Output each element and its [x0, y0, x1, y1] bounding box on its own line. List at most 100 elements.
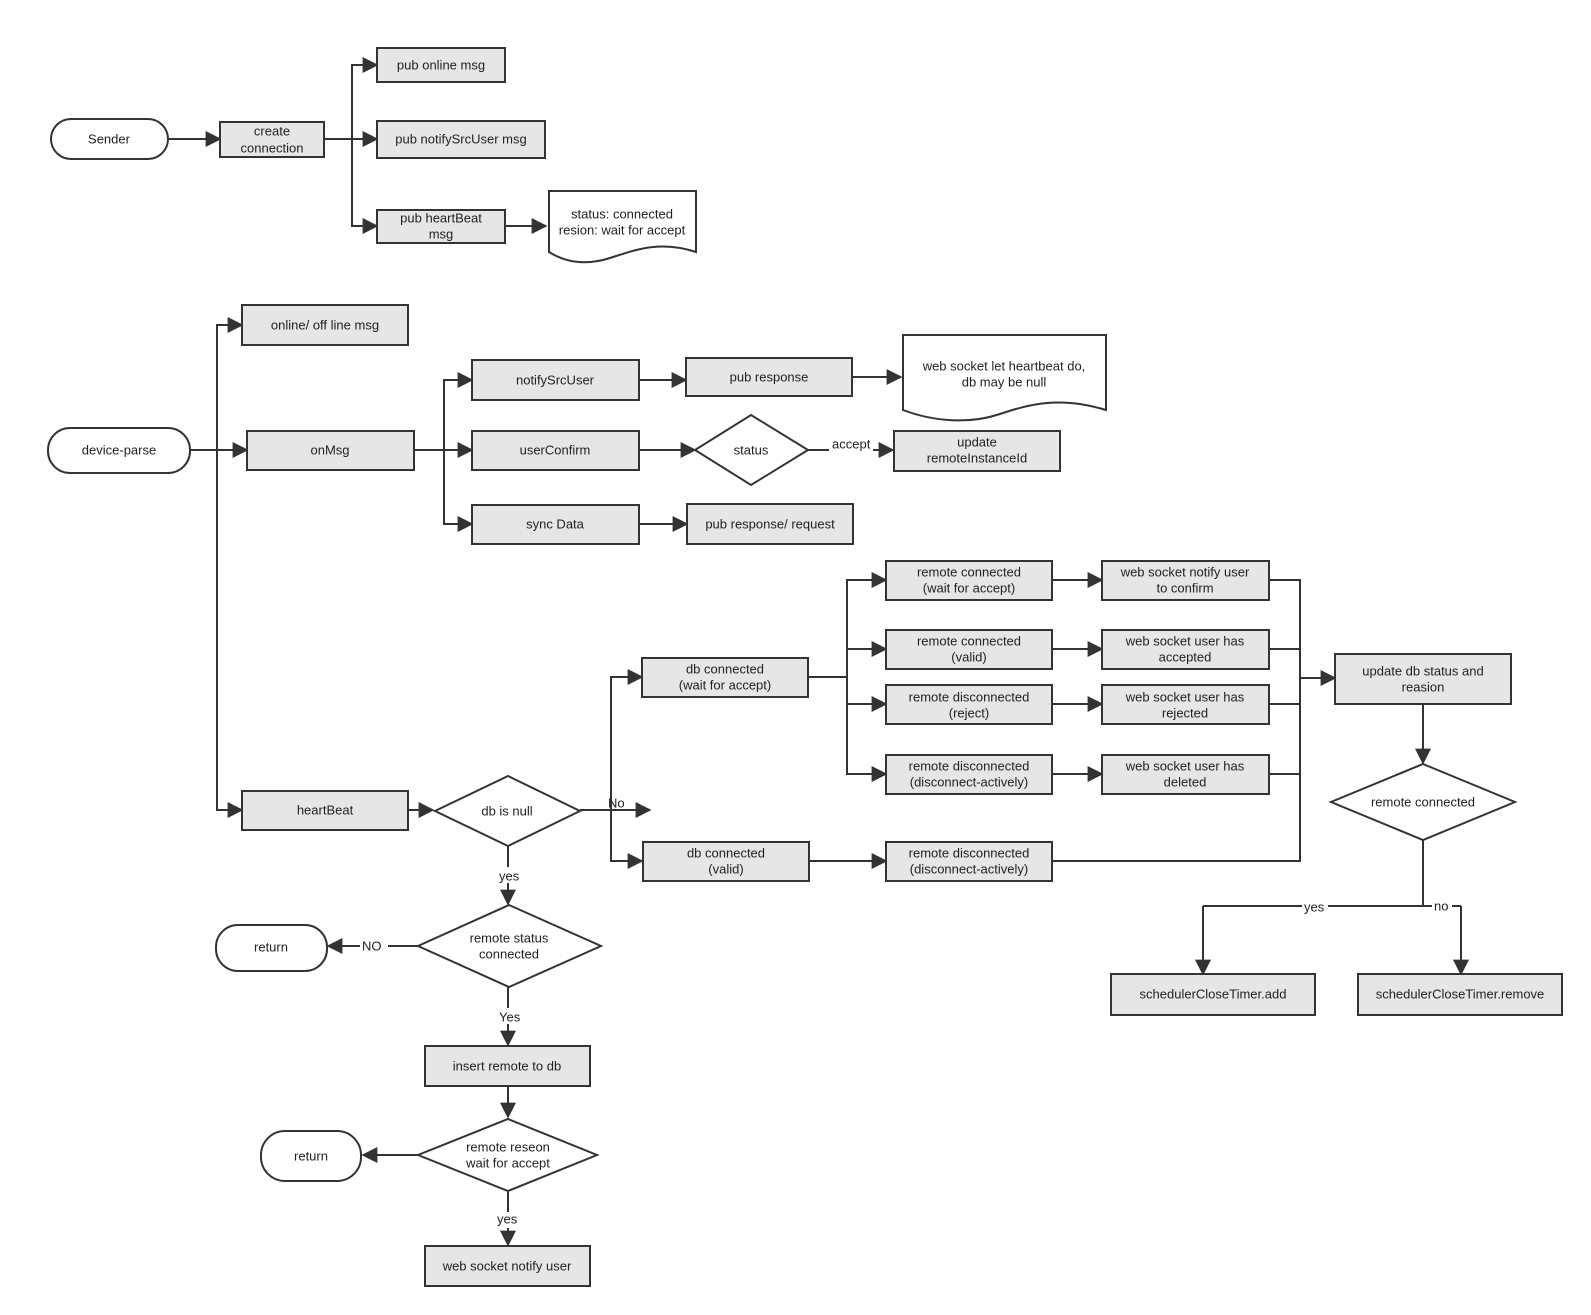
edge-label-no: No	[608, 796, 625, 811]
node-notifysrcuser: notifySrcUser	[471, 359, 640, 401]
node-timer-remove: schedulerCloseTimer.remove	[1357, 973, 1563, 1016]
node-ws-accepted-line2: accepted	[1159, 650, 1212, 665]
node-remote-connected-wait-line2: (wait for accept)	[923, 581, 1015, 596]
node-remote-disconnected-active: remote disconnected (disconnect-actively…	[885, 754, 1053, 795]
node-remote-status-connected: remote status connected	[415, 903, 604, 989]
node-remote-reseon-line2: wait for accept	[465, 1156, 550, 1171]
node-pub-response-request: pub response/ request	[686, 503, 854, 545]
node-remote-disconnected-reject: remote disconnected (reject)	[885, 684, 1053, 725]
node-remote-reseon: remote reseon wait for accept	[415, 1117, 600, 1193]
node-create-connection: create connection	[219, 121, 325, 158]
node-ws-note-line1: web socket let heartbeat do,	[922, 359, 1086, 374]
node-remote-status-connected-line2: connected	[479, 947, 539, 962]
node-db-connected-valid-line1: db connected	[687, 846, 765, 861]
node-ws-deleted: web socket user has deleted	[1101, 754, 1270, 795]
node-ws-accepted: web socket user has accepted	[1101, 629, 1270, 670]
node-userconfirm-label: userConfirm	[520, 443, 591, 458]
node-update-db-status-line2: reasion	[1402, 680, 1445, 695]
node-remote-disconnected-active-line1: remote disconnected	[909, 759, 1030, 774]
node-ws-note-line2: db may be null	[962, 375, 1047, 390]
node-remote-connected-wait: remote connected (wait for accept)	[885, 560, 1053, 601]
node-update-remote-instance-line1: update	[957, 435, 997, 450]
node-remote-reseon-line1: remote reseon	[466, 1140, 550, 1155]
node-remote-connected-wait-line1: remote connected	[917, 565, 1021, 580]
edge-to-db-wait	[610, 669, 644, 810]
edge-to-rd-reject	[846, 677, 888, 712]
node-remote-disconnected-active-2-line1: remote disconnected	[909, 846, 1030, 861]
node-device-parse-label: device-parse	[82, 443, 156, 458]
node-pub-response-request-label: pub response/ request	[705, 517, 835, 532]
node-return-2: return	[260, 1130, 362, 1182]
node-db-connected-wait: db connected (wait for accept)	[641, 657, 809, 698]
node-update-remote-instance: update remoteInstanceId	[893, 430, 1061, 472]
node-update-db-status-line1: update db status and	[1362, 664, 1483, 679]
edge-to-pub-heartbeat	[351, 139, 379, 234]
node-pub-heartbeat-line1: pub heartBeat	[400, 211, 482, 226]
node-heartbeat-label: heartBeat	[297, 803, 354, 818]
node-device-parse: device-parse	[47, 427, 191, 474]
edge-to-db-valid	[610, 810, 644, 869]
node-ws-notify-confirm: web socket notify user to confirm	[1101, 560, 1270, 601]
node-ws-deleted-line2: deleted	[1164, 775, 1207, 790]
node-onmsg: onMsg	[246, 430, 415, 471]
node-pub-response: pub response	[685, 357, 853, 397]
edge-label-yes-3: yes	[1304, 900, 1325, 915]
node-db-is-null-label: db is null	[481, 804, 532, 819]
node-sender: Sender	[50, 118, 169, 160]
node-create-connection-line2: connection	[241, 141, 304, 156]
node-status-diamond: status	[693, 413, 810, 487]
node-ws-notify-confirm-line2: to confirm	[1156, 581, 1213, 596]
node-ws-rejected: web socket user has rejected	[1101, 684, 1270, 725]
node-ws-note: web socket let heartbeat do, db may be n…	[902, 334, 1107, 422]
node-db-is-null: db is null	[432, 774, 583, 848]
node-pub-notify: pub notifySrcUser msg	[376, 120, 546, 159]
node-remote-connected-valid-line2: (valid)	[951, 650, 986, 665]
node-pub-notify-label: pub notifySrcUser msg	[395, 132, 527, 147]
node-ws-deleted-line1: web socket user has	[1125, 759, 1245, 774]
node-update-db-status: update db status and reasion	[1334, 653, 1512, 705]
node-insert-remote-label: insert remote to db	[453, 1059, 561, 1074]
node-ws-rejected-line1: web socket user has	[1125, 690, 1245, 705]
node-heartbeat: heartBeat	[241, 790, 409, 831]
edge-to-rc-wait	[846, 572, 888, 677]
edge-label-no-lower: no	[1434, 899, 1448, 914]
node-pub-online-label: pub online msg	[397, 58, 485, 73]
node-sender-label: Sender	[88, 132, 131, 147]
edge-label-no-upper: NO	[362, 939, 382, 954]
edge-to-rd-active	[846, 677, 888, 782]
node-db-connected-wait-line1: db connected	[686, 662, 764, 677]
node-insert-remote: insert remote to db	[424, 1045, 591, 1087]
node-online-offline-label: online/ off line msg	[271, 318, 379, 333]
node-userconfirm: userConfirm	[471, 430, 640, 471]
node-remote-disconnected-active-2: remote disconnected (disconnect-actively…	[885, 841, 1053, 882]
edge-to-online-offline	[216, 317, 244, 450]
node-timer-add-label: schedulerCloseTimer.add	[1140, 987, 1287, 1002]
node-remote-connected-diamond-label: remote connected	[1371, 795, 1475, 810]
node-timer-remove-label: schedulerCloseTimer.remove	[1376, 987, 1545, 1002]
node-db-connected-valid: db connected (valid)	[642, 841, 810, 882]
node-ws-notify-user: web socket notify user	[424, 1245, 591, 1287]
node-return-1-label: return	[254, 940, 288, 955]
node-db-connected-valid-line2: (valid)	[708, 862, 743, 877]
node-create-connection-line1: create	[254, 124, 290, 139]
node-remote-connected-diamond: remote connected	[1328, 762, 1518, 842]
node-update-remote-instance-line2: remoteInstanceId	[927, 451, 1027, 466]
edge-to-pub-online	[351, 57, 379, 139]
edge-to-syncdata	[443, 450, 474, 532]
node-remote-connected-valid-line1: remote connected	[917, 634, 1021, 649]
node-pub-heartbeat: pub heartBeat msg	[376, 209, 506, 244]
node-sync-data: sync Data	[471, 504, 640, 545]
node-remote-disconnected-active-2-line2: (disconnect-actively)	[910, 862, 1029, 877]
edge-to-rc-valid	[846, 641, 888, 677]
edge-labels: accept No yes NO Yes yes yes no	[360, 437, 1452, 1228]
node-return-2-label: return	[294, 1149, 328, 1164]
edge-rc-yes-line	[1203, 840, 1424, 907]
node-timer-add: schedulerCloseTimer.add	[1110, 973, 1316, 1016]
node-remote-disconnected-reject-line2: (reject)	[949, 706, 989, 721]
node-ws-notify-confirm-line1: web socket notify user	[1120, 565, 1250, 580]
edge-to-notifysrcuser	[443, 372, 474, 450]
node-pub-response-label: pub response	[730, 370, 809, 385]
node-ws-rejected-line2: rejected	[1162, 706, 1208, 721]
node-db-connected-wait-line2: (wait for accept)	[679, 678, 771, 693]
